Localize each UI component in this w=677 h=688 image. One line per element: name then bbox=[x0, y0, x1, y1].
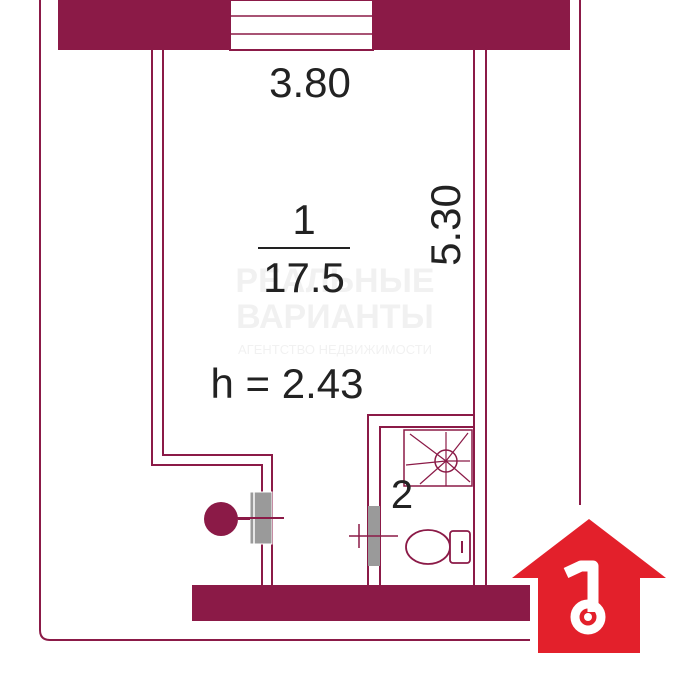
riser-icon bbox=[204, 502, 250, 536]
watermark-line2: ВАРИАНТЫ bbox=[236, 298, 434, 336]
top-dimension-label: 3.80 bbox=[269, 59, 351, 106]
top-wall-right bbox=[373, 0, 570, 50]
right-partition bbox=[473, 50, 487, 586]
toilet-icon bbox=[405, 529, 471, 565]
watermark-line3: АГЕНТСТВО НЕДВИЖИМОСТИ bbox=[238, 342, 432, 357]
watermark-line1: РЕАЛЬНЫЕ bbox=[235, 262, 434, 300]
top-wall-left bbox=[58, 0, 230, 50]
bottom-wall bbox=[192, 585, 530, 621]
window bbox=[229, 0, 374, 51]
room2-number: 2 bbox=[391, 473, 413, 517]
watermark: РЕАЛЬНЫЕ ВАРИАНТЫ АГЕНТСТВО НЕДВИЖИМОСТИ bbox=[235, 262, 434, 357]
house-key-icon bbox=[512, 519, 666, 653]
bathroom-door-icon bbox=[349, 506, 398, 566]
shower-icon bbox=[403, 429, 473, 487]
outer-outline bbox=[39, 0, 581, 641]
room1-number: 1 bbox=[292, 196, 315, 243]
side-dimension-label: 5.30 bbox=[422, 184, 469, 266]
door-icon bbox=[236, 491, 284, 545]
ceiling-height-label: h = 2.43 bbox=[211, 360, 364, 407]
room1-area: 17.5 bbox=[263, 254, 345, 301]
